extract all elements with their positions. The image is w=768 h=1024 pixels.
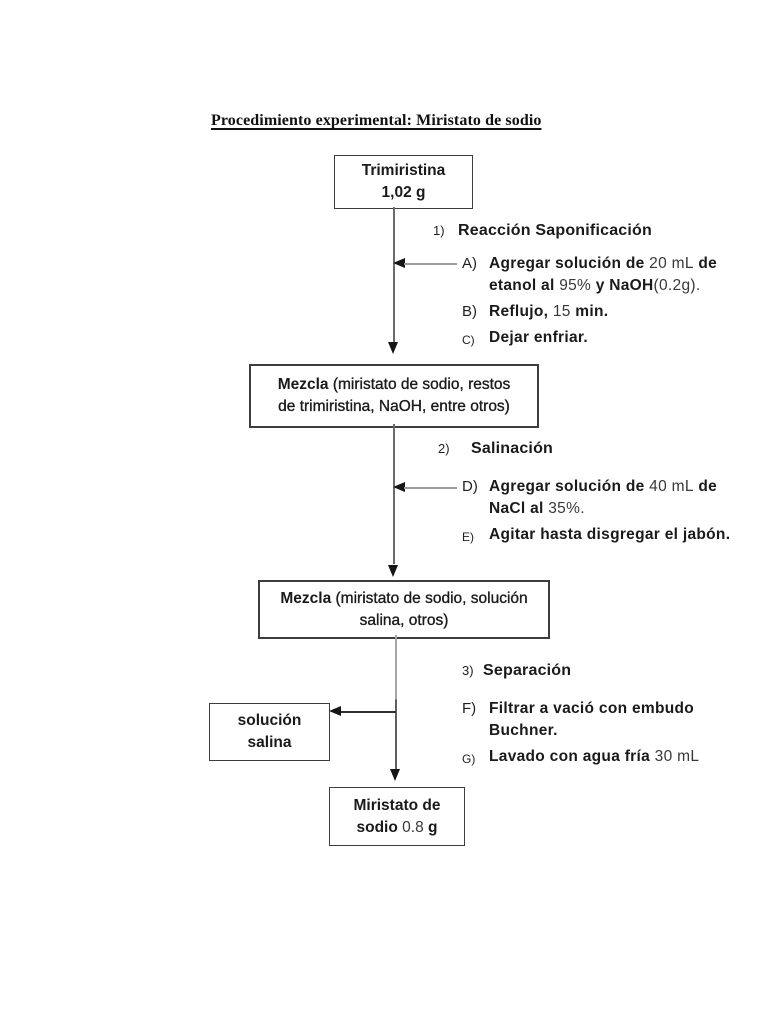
step-e: E) Agitar hasta disgregar el jabón. (462, 524, 730, 548)
text-segment: Dejar enfriar. (489, 329, 588, 346)
step-text-line: Agregar solución de 20 mL de (489, 253, 717, 275)
text-segment: 20 mL (649, 255, 694, 272)
text-segment: sodio (356, 818, 403, 836)
box-line: sodio 0.8 g (357, 817, 438, 839)
text-segment: de (693, 478, 718, 495)
text-segment: Agregar solución de (489, 478, 650, 495)
connector-line-solucion-salina (341, 711, 396, 713)
page-title: Procedimiento experimental: Miristato de… (211, 112, 542, 129)
section-number: 1) (433, 223, 445, 238)
text-segment: Mezcla (277, 376, 329, 393)
section-3-steps: F) Filtrar a vació con embudo Buchner. G… (462, 698, 699, 774)
text-segment: 15 (552, 303, 571, 320)
connector-line-step-d (404, 487, 457, 489)
text-segment: NaCl al (489, 500, 549, 517)
box-line: Mezcla (miristato de sodio, restos (278, 374, 511, 396)
box-line: salina, otros) (359, 611, 449, 629)
section-number: 2) (438, 441, 450, 456)
text-segment: etanol al (489, 277, 560, 294)
step-label: G) (462, 752, 476, 766)
step-text-line: Lavado con agua fría 30 mL (489, 746, 699, 768)
text-segment: Buchner. (489, 722, 558, 739)
text-segment: min. (570, 303, 609, 320)
connector-line-vertical-3 (395, 635, 397, 769)
connector-line-step-a (404, 263, 457, 265)
step-c: C) Dejar enfriar. (462, 327, 717, 351)
text-segment: (miristato de sodio, solución (331, 589, 528, 607)
section-2-heading: 2) Salinación (438, 440, 553, 458)
text-segment: Lavado con agua fría (489, 748, 655, 765)
step-text-line: Filtrar a vació con embudo (489, 698, 694, 720)
text-segment: de (693, 255, 718, 272)
step-text: Lavado con agua fría 30 mL (489, 746, 699, 770)
box-line: Trimiristina (361, 162, 446, 179)
step-text: Filtrar a vació con embudo Buchner. (489, 698, 694, 742)
flow-box-mezcla-1: Mezcla (miristato de sodio, restos de tr… (249, 364, 539, 428)
flow-box-miristato: Miristato de sodio 0.8 g (329, 787, 465, 846)
step-text-line: Dejar enfriar. (489, 327, 588, 349)
text-segment: Reflujo, (489, 303, 553, 320)
section-1-heading: 1) Reacción Saponificación (433, 222, 652, 240)
arrow-left-icon (329, 706, 341, 716)
step-label: D) (462, 478, 478, 495)
text-segment: 30 mL (654, 748, 700, 765)
box-line: salina (247, 734, 292, 751)
step-text-line: Agregar solución de 40 mL de (489, 476, 717, 498)
arrow-down-icon (388, 342, 398, 354)
step-text: Agregar solución de 40 mL de NaCl al 35%… (489, 476, 717, 520)
step-label: F) (462, 700, 477, 717)
section-title: Separación (483, 662, 572, 679)
text-segment: (miristato de sodio, restos (328, 376, 511, 393)
box-line: Mezcla (miristato de sodio, solución (280, 588, 527, 610)
step-d: D) Agregar solución de 40 mL de NaCl al … (462, 476, 730, 520)
step-label: B) (462, 303, 477, 320)
step-g: G) Lavado con agua fría 30 mL (462, 746, 699, 770)
text-segment: 40 mL (649, 478, 694, 495)
step-label: A) (462, 255, 477, 272)
step-text: Agregar solución de 20 mL de etanol al 9… (489, 253, 717, 297)
connector-line-vertical-1 (393, 207, 395, 343)
step-text: Dejar enfriar. (489, 327, 588, 351)
text-segment: Mezcla (280, 589, 332, 607)
text-segment: g (423, 818, 438, 836)
step-text: Agitar hasta disgregar el jabón. (489, 524, 730, 548)
text-segment: (0.2g). (653, 277, 701, 294)
text-segment: 95% (559, 277, 592, 294)
text-segment: Filtrar a vació con embudo (489, 700, 695, 717)
step-text-line: etanol al 95% y NaOH(0.2g). (489, 275, 717, 297)
text-segment: 0.8 (402, 818, 424, 836)
flow-box-trimiristina: Trimiristina 1,02 g (334, 155, 473, 209)
section-title: Reacción Saponificación (458, 222, 652, 239)
step-label: E) (462, 530, 474, 544)
section-number: 3) (462, 663, 474, 678)
connector-line-vertical-2 (393, 424, 395, 564)
arrow-down-icon (390, 769, 400, 781)
flow-box-mezcla-2: Mezcla (miristato de sodio, solución sal… (258, 580, 550, 639)
box-line: de trimiristina, NaOH, entre otros) (278, 398, 510, 415)
flow-box-solucion-salina: solución salina (209, 703, 330, 761)
box-line: solución (237, 712, 302, 729)
step-text-line: Reflujo, 15 min. (489, 301, 608, 323)
box-line: Miristato de (353, 796, 441, 814)
step-a: A) Agregar solución de 20 mL de etanol a… (462, 253, 717, 297)
step-text: Reflujo, 15 min. (489, 301, 608, 323)
text-segment: y NaOH (591, 277, 654, 294)
text-segment: 35%. (548, 500, 585, 517)
arrow-left-icon (393, 258, 405, 268)
step-text-line: Buchner. (489, 720, 694, 742)
section-3-heading: 3) Separación (462, 662, 571, 680)
section-title: Salinación (471, 440, 554, 457)
section-2-steps: D) Agregar solución de 40 mL de NaCl al … (462, 476, 730, 552)
section-1-steps: A) Agregar solución de 20 mL de etanol a… (462, 253, 717, 355)
step-b: B) Reflujo, 15 min. (462, 301, 717, 323)
step-text-line: NaCl al 35%. (489, 498, 717, 520)
arrow-down-icon (388, 565, 398, 577)
step-f: F) Filtrar a vació con embudo Buchner. (462, 698, 699, 742)
text-segment: Agregar solución de (489, 255, 650, 272)
box-line: 1,02 g (381, 184, 426, 201)
arrow-left-icon (393, 482, 405, 492)
step-label: C) (462, 333, 475, 347)
step-text-line: Agitar hasta disgregar el jabón. (489, 524, 730, 546)
text-segment: Agitar hasta disgregar el jabón. (489, 526, 731, 543)
